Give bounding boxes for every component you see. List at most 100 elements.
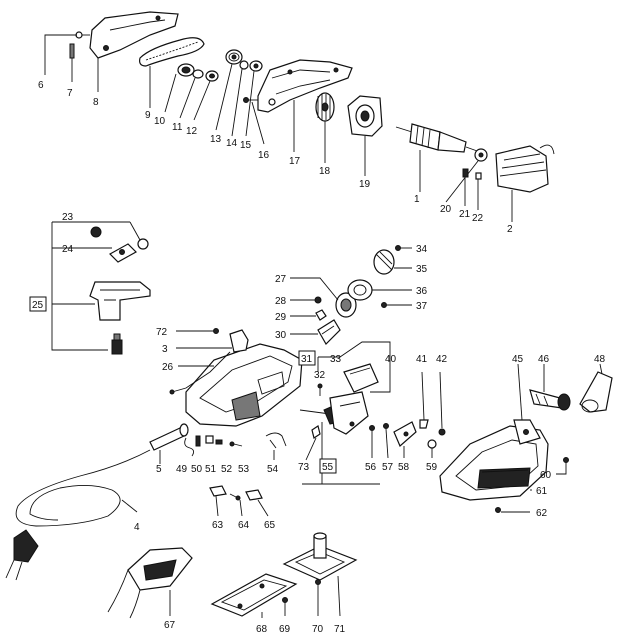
part-64-wire — [229, 493, 243, 517]
part-65-connector — [245, 489, 269, 517]
label-65: 65 — [264, 520, 276, 531]
part-1-armature — [395, 123, 481, 192]
label-45: 45 — [512, 354, 524, 365]
part-57-screw — [383, 423, 389, 459]
label-3: 3 — [162, 344, 168, 355]
part-62-screw — [495, 507, 530, 513]
label-26: 26 — [162, 362, 174, 373]
part-5-spindle — [149, 423, 189, 464]
label-32: 32 — [314, 370, 326, 381]
part-68-base-plate — [210, 573, 298, 618]
label-73: 73 — [298, 462, 310, 473]
label-67: 67 — [164, 620, 176, 631]
part-20-bearing — [445, 148, 488, 203]
label-54: 54 — [267, 464, 279, 475]
part-30-knob — [290, 319, 341, 345]
label-48: 48 — [594, 354, 606, 365]
label-23: 23 — [62, 212, 74, 223]
label-68: 68 — [256, 624, 268, 635]
part-34-screw — [395, 245, 412, 251]
part-35-ring — [373, 249, 412, 275]
part-67-handle-cover — [107, 547, 193, 619]
label-40: 40 — [385, 354, 397, 365]
label-57: 57 — [382, 462, 394, 473]
part-51-block — [205, 435, 214, 444]
label-60: 60 — [540, 470, 552, 481]
part-14-ring — [231, 60, 249, 137]
part-4-power-cord — [15, 449, 151, 527]
part-49-spring — [184, 437, 195, 457]
part-71-base — [282, 532, 358, 617]
part-18-gear — [315, 92, 335, 163]
plug — [5, 529, 39, 581]
label-25: 25 — [32, 300, 44, 311]
label-20: 20 — [440, 204, 452, 215]
label-13: 13 — [210, 134, 222, 145]
part-69-screw — [282, 597, 288, 616]
part-9-belt — [139, 37, 205, 108]
label-50: 50 — [191, 464, 203, 475]
label-36: 36 — [416, 286, 428, 297]
part-13-pulley — [215, 49, 243, 131]
part-22-clip — [475, 172, 482, 210]
label-31-box — [298, 350, 316, 366]
label-62: 62 — [536, 508, 548, 519]
label-17: 17 — [289, 156, 301, 167]
label-52: 52 — [221, 464, 233, 475]
part-53-screw — [229, 441, 243, 447]
label-61: 61 — [536, 486, 548, 497]
label-55: 55 — [322, 462, 334, 473]
label-37: 37 — [416, 301, 428, 312]
label-59: 59 — [426, 462, 438, 473]
part-19-fan-guard — [347, 95, 383, 176]
part-55-shaft-assembly — [299, 391, 380, 485]
label-69: 69 — [279, 624, 291, 635]
part-73-plug — [305, 425, 321, 461]
label-33: 33 — [330, 354, 342, 365]
part-7-pin — [69, 43, 75, 82]
part-6-screw — [44, 31, 90, 75]
part-28-bolt — [290, 296, 322, 304]
label-15: 15 — [240, 140, 252, 151]
callout-labels: 1 2 3 4 5 6 7 8 9 10 11 12 13 14 15 16 1… — [29, 80, 606, 635]
part-26-main-housing — [178, 343, 303, 427]
label-42: 42 — [436, 354, 448, 365]
label-30: 30 — [275, 330, 287, 341]
label-63: 63 — [212, 520, 224, 531]
label-49: 49 — [176, 464, 188, 475]
part-41-pin — [419, 371, 429, 429]
part-60-screw — [556, 457, 569, 475]
part-56-screw — [369, 425, 375, 458]
label-22: 22 — [472, 213, 484, 224]
part-61-base-housing — [439, 363, 549, 501]
label-1: 1 — [414, 194, 420, 205]
label-16: 16 — [258, 150, 270, 161]
label-64: 64 — [238, 520, 250, 531]
label-5: 5 — [156, 464, 162, 475]
label-24: 24 — [62, 244, 74, 255]
label-11: 11 — [172, 122, 183, 133]
part-42-screw — [438, 371, 446, 436]
part-33-switch-housing — [317, 341, 391, 393]
part-46-chip-ejector — [529, 364, 571, 411]
label-58: 58 — [398, 462, 410, 473]
part-58-plate — [393, 421, 417, 458]
label-6: 6 — [38, 80, 44, 91]
label-71: 71 — [334, 624, 346, 635]
label-41: 41 — [416, 354, 428, 365]
part-11-washer — [179, 69, 204, 119]
part-59-washer — [427, 439, 437, 458]
label-51: 51 — [205, 464, 217, 475]
part-29-nut — [290, 309, 327, 321]
label-14: 14 — [226, 138, 238, 149]
label-70: 70 — [312, 624, 324, 635]
part-32-screw — [317, 383, 323, 396]
part-17-belt-housing — [257, 59, 353, 152]
label-35: 35 — [416, 264, 428, 275]
part-54-clip — [265, 432, 287, 460]
part-8-bracket — [89, 11, 179, 92]
label-21: 21 — [459, 209, 471, 220]
part-52-plate — [215, 439, 223, 445]
